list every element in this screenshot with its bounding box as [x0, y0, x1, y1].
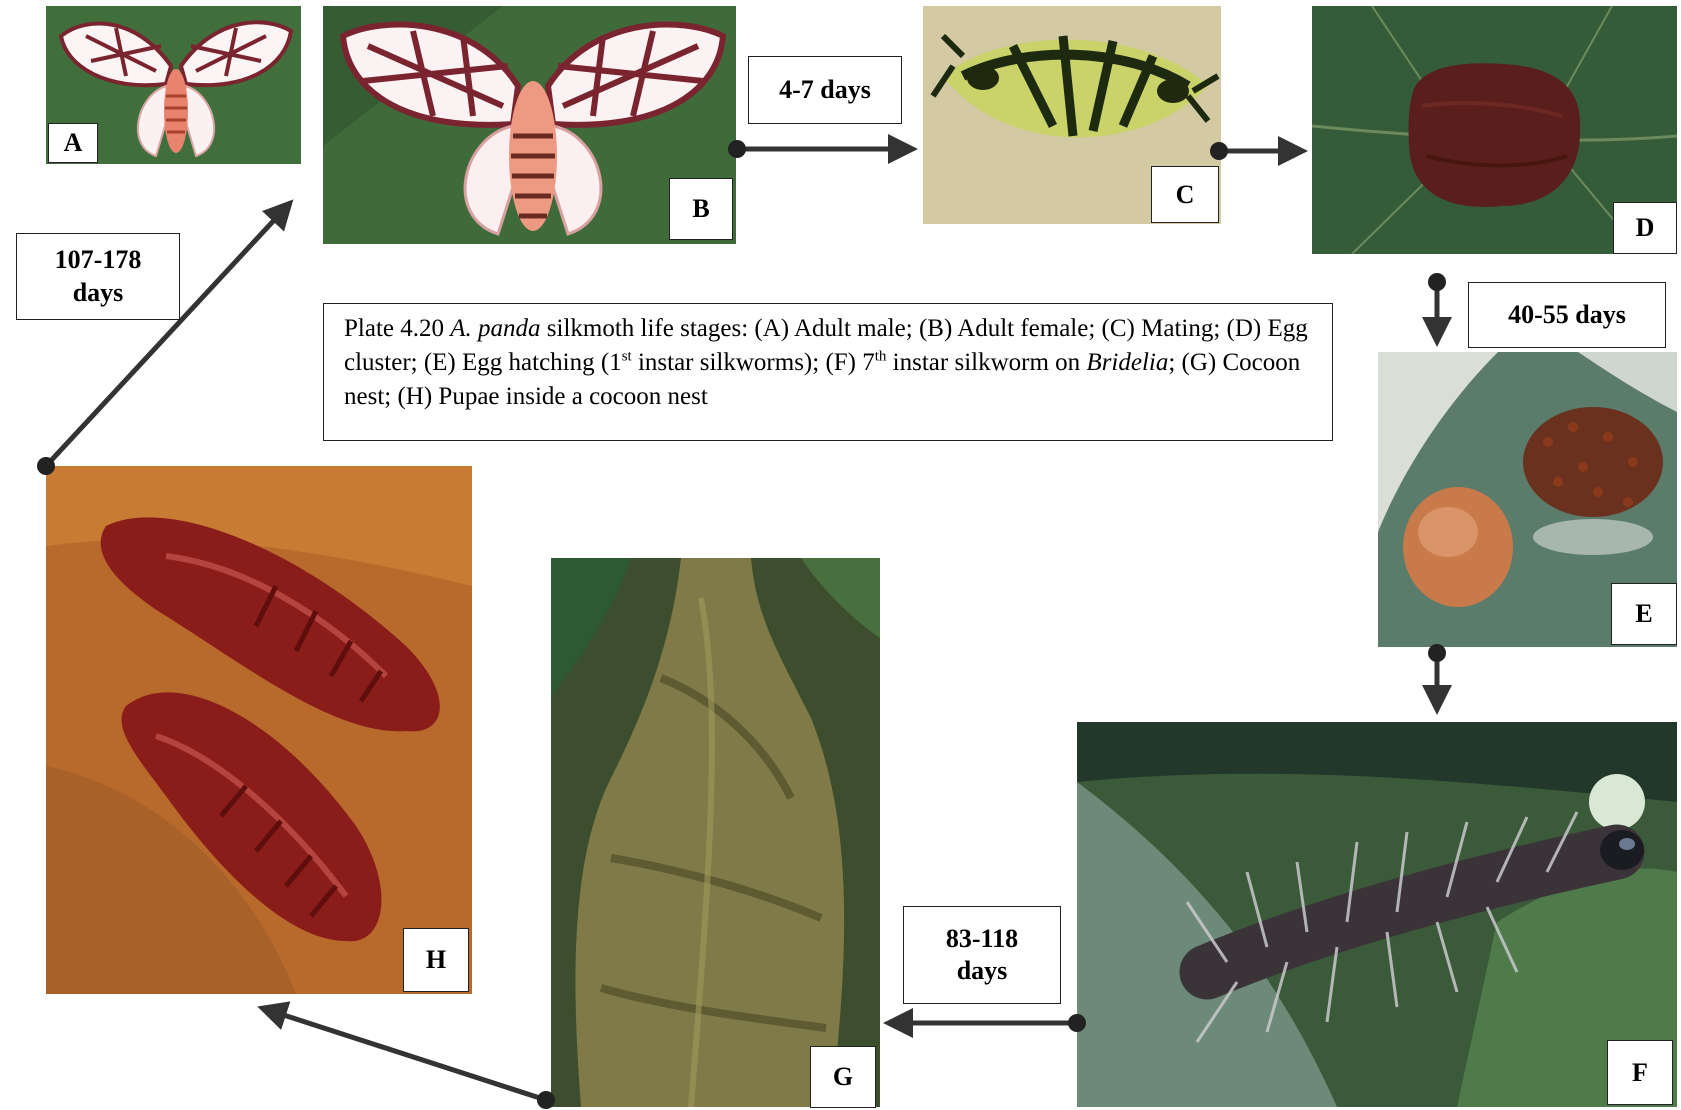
caption-sup-1: st	[622, 348, 632, 364]
arrow-g-to-h	[262, 1008, 546, 1100]
panel-label-c: C	[1151, 166, 1219, 223]
caption-species: A. panda	[450, 315, 540, 342]
pupae-illustration	[46, 466, 472, 994]
duration-f-to-g-unit: days	[957, 955, 1008, 988]
caption-host-plant: Bridelia	[1086, 349, 1168, 376]
duration-h-to-b-value: 107-178	[55, 244, 142, 277]
panel-label-e: E	[1611, 583, 1677, 645]
panel-label-f: F	[1607, 1040, 1673, 1105]
duration-b-to-c: 4-7 days	[748, 56, 902, 124]
photo-cocoon-nest	[551, 558, 880, 1107]
plate-caption: Plate 4.20 A. panda silkmoth life stages…	[323, 303, 1333, 441]
silkworm-illustration	[1077, 722, 1677, 1107]
duration-f-to-g: 83-118 days	[903, 906, 1061, 1004]
caption-text-2: instar silkworms); (F) 7	[632, 349, 875, 376]
panel-label-h: H	[403, 928, 469, 992]
caption-text-3: instar silkworm on	[886, 349, 1086, 376]
panel-label-d: D	[1613, 202, 1677, 254]
caption-plate-number: Plate 4.20	[344, 315, 450, 342]
cocoon-nest-illustration	[551, 558, 880, 1107]
duration-f-to-g-value: 83-118	[946, 923, 1018, 956]
duration-h-to-b: 107-178 days	[16, 233, 180, 320]
caption-sup-2: th	[875, 348, 887, 364]
duration-d-to-e: 40-55 days	[1468, 282, 1666, 348]
panel-label-b: B	[669, 178, 733, 240]
panel-label-a: A	[48, 123, 98, 163]
panel-label-g: G	[810, 1046, 876, 1108]
duration-h-to-b-unit: days	[73, 277, 124, 310]
photo-silkworm	[1077, 722, 1677, 1107]
photo-pupae	[46, 466, 472, 994]
